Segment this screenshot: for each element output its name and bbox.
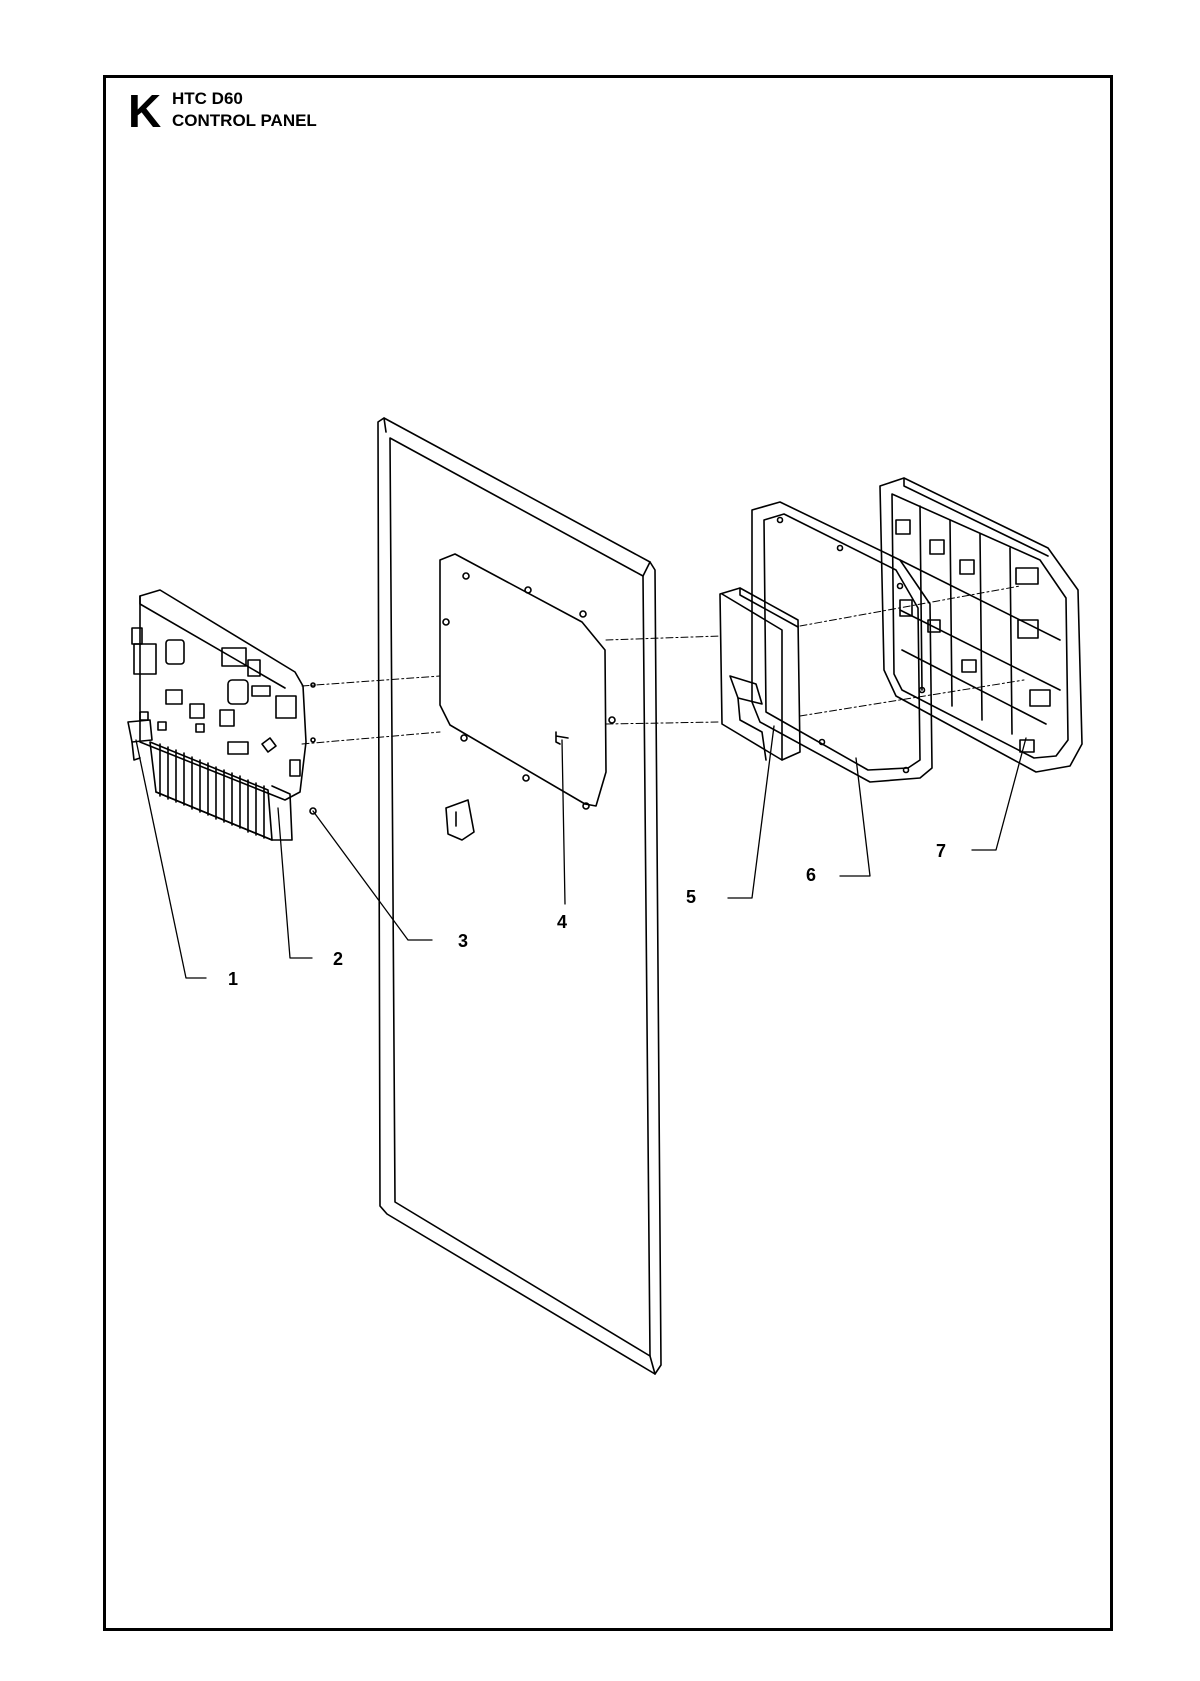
leader-line-5: [727, 725, 775, 899]
leader-line-2: [277, 807, 313, 959]
circuit-board: [127, 589, 317, 841]
leader-line-4: [561, 739, 566, 905]
leader-lines: [135, 725, 1027, 979]
drawing-frame: [103, 75, 1113, 1631]
section-letter: K: [128, 85, 162, 137]
callout-4: 4: [557, 912, 568, 932]
alignment-lines: [301, 585, 1025, 745]
leader-line-1: [135, 739, 207, 979]
callout-6: 6: [806, 865, 817, 885]
callout-3: 3: [458, 931, 469, 951]
leader-line-7: [971, 737, 1027, 851]
assembly-title: CONTROL PANEL: [172, 111, 317, 130]
model-title: HTC D60: [172, 89, 243, 108]
callout-2: 2: [333, 949, 344, 969]
callout-1: 1: [228, 969, 239, 989]
keypad: [719, 587, 801, 761]
leader-line-6: [839, 757, 871, 877]
leader-line-3: [312, 810, 433, 941]
callout-7: 7: [936, 841, 947, 861]
gasket: [751, 501, 933, 783]
housing: [879, 477, 1083, 773]
callout-5: 5: [686, 887, 697, 907]
panel-frame: [377, 417, 662, 1375]
